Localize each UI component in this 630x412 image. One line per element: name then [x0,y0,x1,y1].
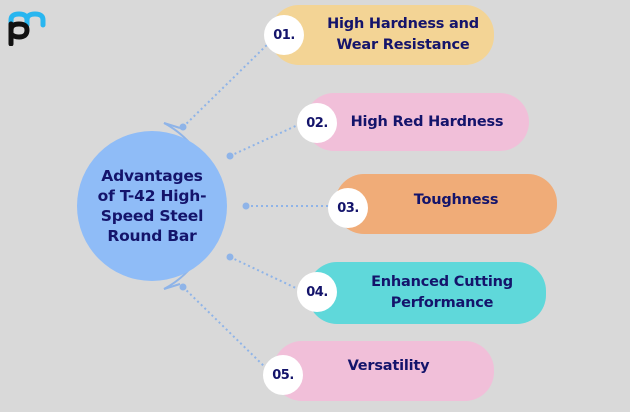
item-number-badge: 05. [263,355,303,395]
item-label-line: Toughness [413,192,499,208]
item-label-line: Versatility [347,358,430,374]
item-label: High Hardness and Wear Resistance [327,14,479,56]
item-label: Enhanced Cutting Performance [371,272,513,314]
item-label-line: Wear Resistance [336,37,470,53]
item-label-line: Enhanced Cutting [371,274,513,290]
hub-title-line: Speed Steel [100,207,204,225]
item-label-line: High Red Hardness [350,113,504,130]
hub-circle: Advantages of T-42 High- Speed Steel Rou… [77,131,227,281]
item-label: High Red Hardness [351,112,504,133]
hub-title-line: Advantages [101,167,203,185]
item-label: Versatility [348,356,430,377]
advantage-item-4: Enhanced Cutting Performance [308,262,546,324]
advantage-item-2: High Red Hardness [305,93,529,151]
hub-title: Advantages of T-42 High- Speed Steel Rou… [82,166,222,246]
advantage-item-5: Versatility [273,341,494,401]
pm-logo-icon [8,10,54,47]
item-label-line: High Hardness and [327,16,479,32]
item-label: Toughness [414,190,499,211]
item-number-badge: 03. [328,188,368,228]
hub-title-line: of T-42 High- [97,187,207,205]
hub-title-line: Round Bar [107,227,197,245]
advantage-item-3: Toughness [335,174,557,234]
advantage-item-1: High Hardness and Wear Resistance [270,5,494,65]
item-number-badge: 01. [264,15,304,55]
item-label-line: Performance [390,295,494,311]
item-number-badge: 02. [297,103,337,143]
item-number-badge: 04. [297,272,337,312]
